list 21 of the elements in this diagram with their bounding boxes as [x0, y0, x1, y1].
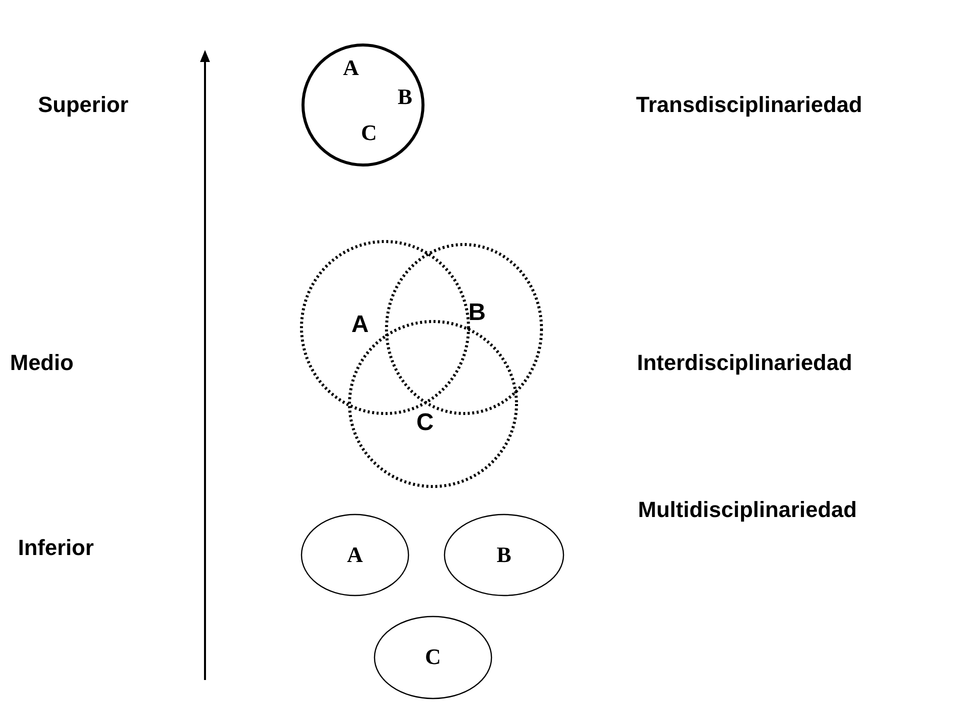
letter-label: A [343, 57, 359, 79]
ellipse [443, 513, 565, 597]
circle [300, 240, 470, 415]
letter-label: B [468, 301, 486, 325]
letter-label: C [361, 122, 377, 144]
level-label: Medio [10, 349, 74, 377]
letter-label: A [351, 313, 369, 337]
ellipse [373, 615, 493, 700]
circle [385, 243, 543, 415]
circle [301, 43, 425, 167]
letter-label: A [347, 544, 363, 566]
letter-label: C [416, 411, 434, 435]
level-label: Inferior [18, 534, 94, 562]
level-label: Transdisciplinariedad [636, 91, 862, 119]
letter-label: B [496, 544, 512, 566]
level-label: Multidisciplinariedad [638, 496, 857, 524]
letter-label: B [398, 86, 412, 108]
level-label: Superior [38, 91, 128, 119]
ellipse [300, 513, 410, 597]
letter-label: C [425, 646, 441, 668]
level-label: Interdisciplinariedad [637, 349, 852, 377]
